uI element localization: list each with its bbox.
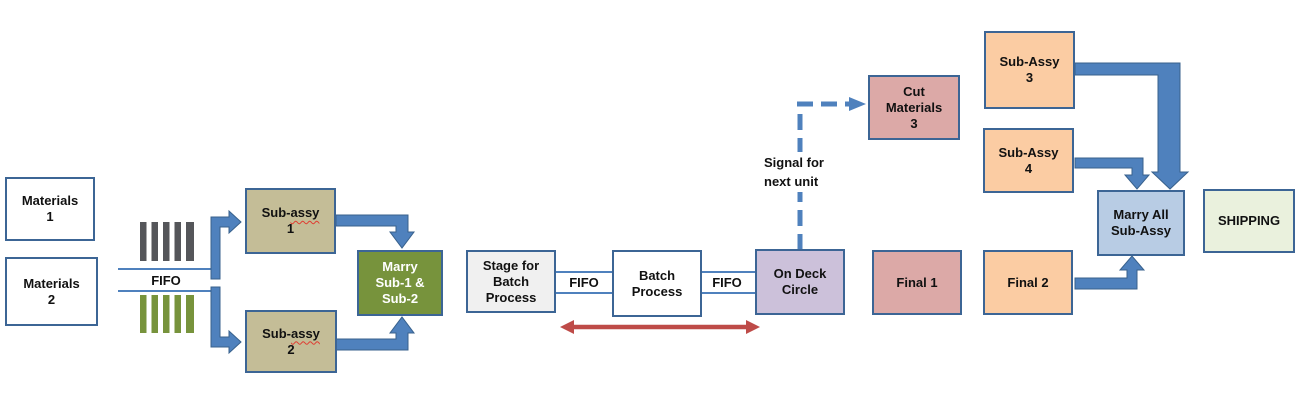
node-stage-for-batch: Stage for Batch Process — [466, 250, 556, 313]
node-label: Materials 2 — [23, 275, 80, 307]
node-label: Marry All Sub-Assy — [1111, 207, 1171, 238]
signal-note: Signal for next unit — [761, 152, 827, 192]
fifo-label-post-batch: FIFO — [712, 275, 742, 290]
node-label: Final 2 — [1007, 274, 1049, 290]
node-label: Marry Sub-1 & Sub-2 — [375, 259, 425, 306]
fifo-bars-dark — [140, 222, 194, 261]
node-label: Sub-Assy 3 — [999, 54, 1060, 85]
node-materials-2: Materials 2 — [5, 257, 98, 326]
node-label: Materials 1 — [21, 193, 79, 224]
fifo-bars-green — [140, 295, 194, 333]
arrow-subassy2-to-marry — [335, 316, 415, 351]
node-label: Cut Materials 3 — [885, 83, 943, 131]
arrow-subassy4-to-marryall — [1074, 157, 1151, 190]
node-label: SHIPPING — [1217, 213, 1281, 228]
arrow-fifo-to-subassy2 — [210, 286, 242, 355]
node-label: Sub-Assy 4 — [998, 144, 1059, 176]
node-materials-1: Materials 1 — [5, 177, 95, 241]
arrow-final2-to-marryall — [1074, 255, 1146, 290]
node-label: On Deck Circle — [773, 266, 827, 297]
node-sub-assy-3: Sub-Assy 3 — [984, 31, 1075, 109]
node-label: Batch Process — [631, 267, 683, 299]
dashed-signal-arrowhead — [849, 97, 866, 111]
node-marry-sub1-sub2: Marry Sub-1 & Sub-2 — [357, 250, 443, 316]
misspelled-word: assy — [290, 205, 320, 220]
arrow-subassy1-to-marry — [335, 214, 415, 249]
fifo-label-pre-batch: FIFO — [569, 275, 599, 290]
node-sub-assy-4: Sub-Assy 4 — [983, 128, 1074, 193]
node-on-deck-circle: On Deck Circle — [755, 249, 845, 315]
node-label: Stage for Batch Process — [482, 257, 540, 305]
node-label: Final 1 — [896, 274, 938, 290]
node-final-2: Final 2 — [983, 250, 1073, 315]
node-marry-all-sub-assy: Marry All Sub-Assy — [1097, 190, 1185, 256]
node-shipping: SHIPPING — [1203, 189, 1295, 253]
fifo-label-left: FIFO — [151, 273, 181, 288]
misspelled-word: assy — [290, 325, 320, 341]
red-double-arrow — [560, 320, 760, 334]
node-cut-materials-3: Cut Materials 3 — [868, 75, 960, 140]
node-final-1: Final 1 — [872, 250, 962, 315]
node-batch-process: Batch Process — [612, 250, 702, 317]
arrow-fifo-to-subassy1 — [210, 209, 242, 280]
arrow-subassy3-to-marryall — [1074, 62, 1190, 190]
